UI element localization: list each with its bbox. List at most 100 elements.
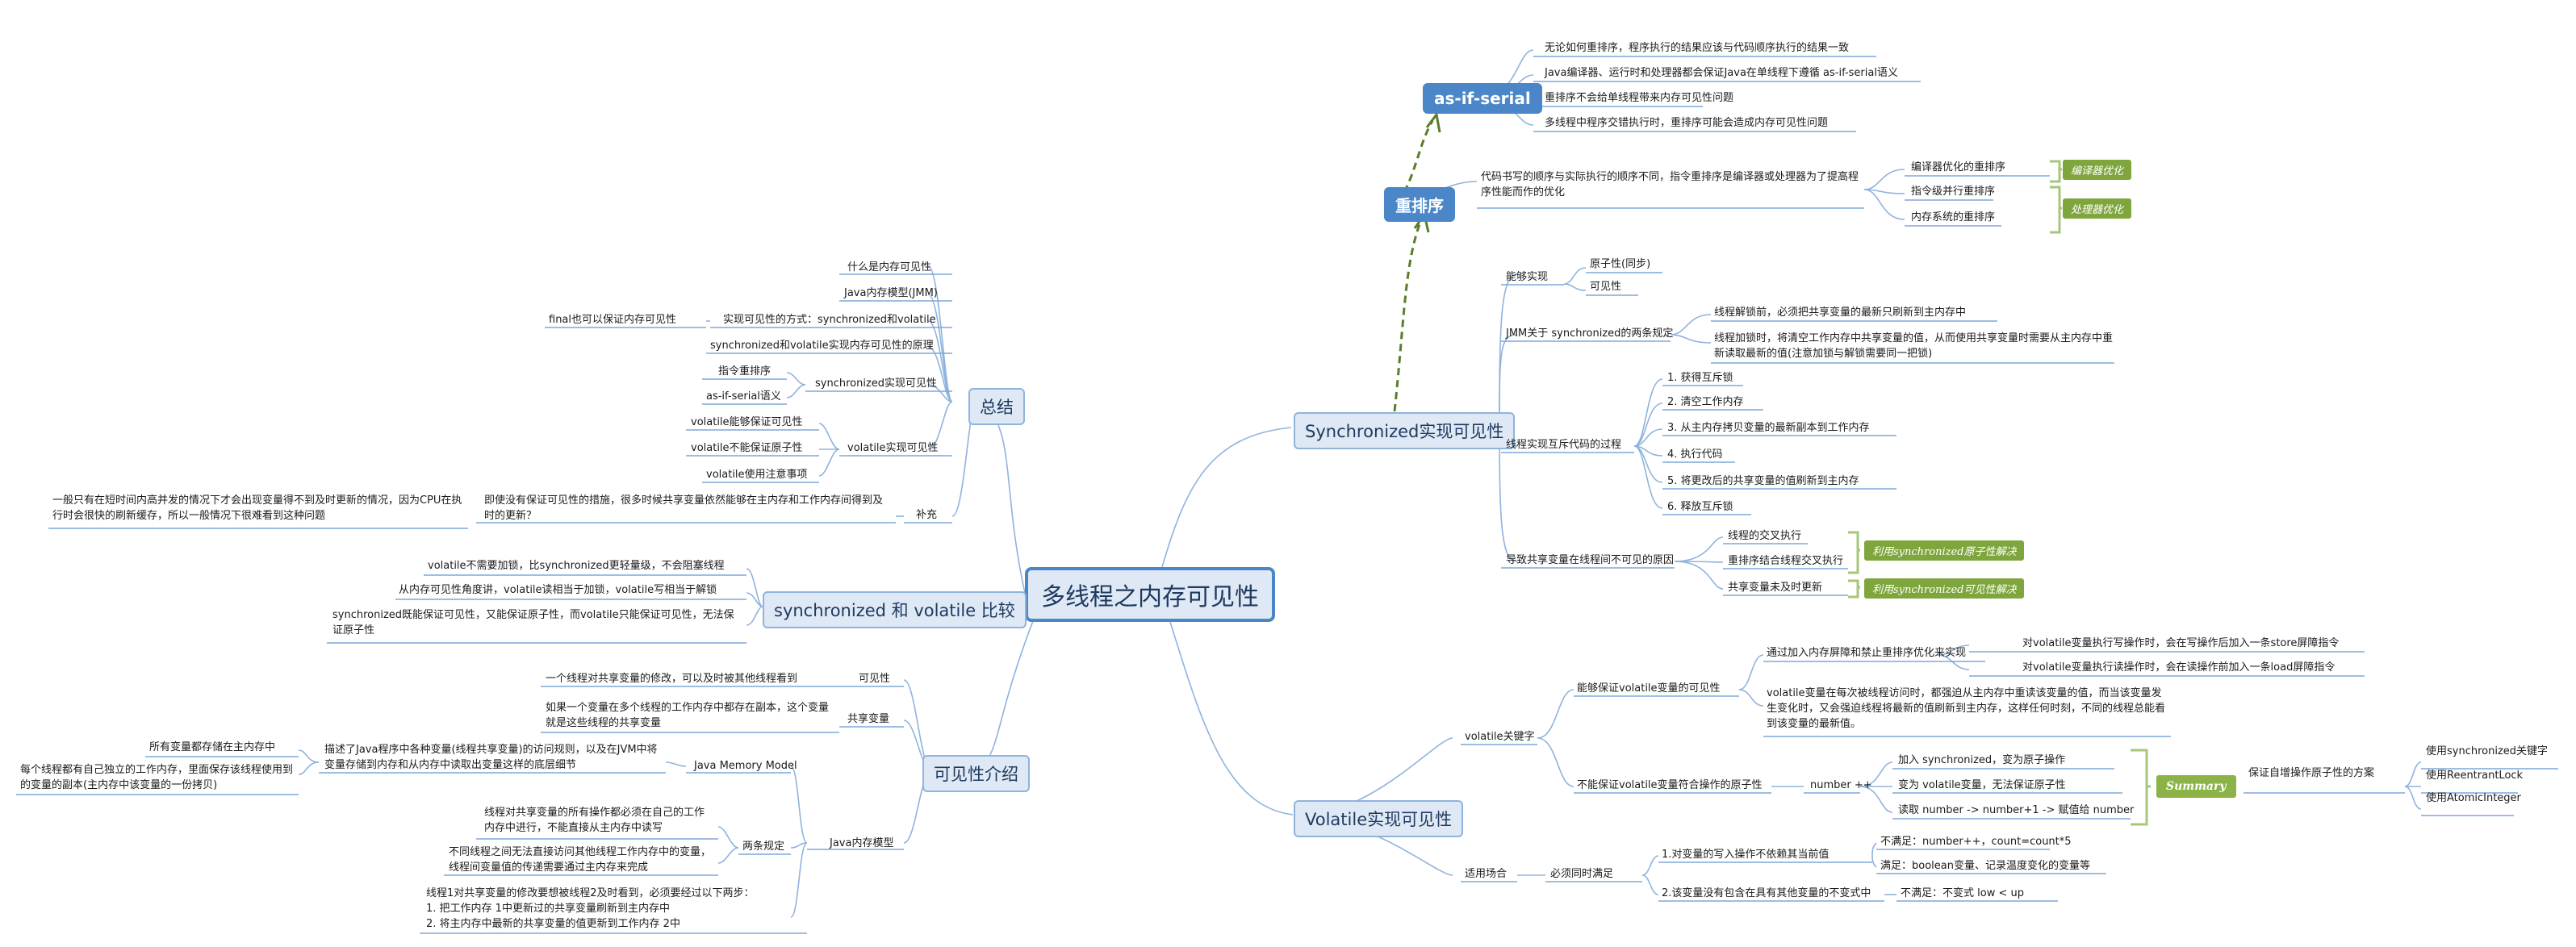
vol-label: Volatile实现可见性 [1305, 810, 1453, 829]
asif-node[interactable]: as-if-serial [1423, 83, 1542, 114]
vol-barrier-item: 对volatile变量执行读操作时，会在读操作前加入一条load屏障指令 [2022, 661, 2336, 674]
vol-barrier: 通过加入内存屏障和禁止重排序优化来实现 [1767, 647, 1967, 659]
vol-use-item: 2.该变量没有包含在具有其他变量的不变式中 [1662, 887, 1871, 899]
sync-can-item: 可见性 [1590, 281, 1622, 293]
compare-item: 从内存可见性角度讲，volatile读相当于加锁，volatile写相当于解锁 [399, 584, 717, 596]
rules-item: 不同线程之间无法直接访问其他线程工作内存中的变量，线程间变量值的传递需要通过主内… [449, 846, 712, 874]
sync-sub-item: as-if-serial语义 [706, 390, 781, 403]
reorder-label: 重排序 [1395, 196, 1444, 215]
asif-item: 多线程中程序交错执行时，重排序可能会造成内存可见性问题 [1545, 117, 1829, 129]
vol-ensure-label: 能够保证volatile变量的可见性 [1577, 682, 1721, 695]
intro-label: 可见性介绍 [934, 765, 1018, 784]
vol-solution-item: 使用ReentrantLock [2426, 770, 2524, 782]
asif-label: as-if-serial [1434, 89, 1531, 108]
vol-barrier-item: 对volatile变量执行写操作时，会在写操作后加入一条store屏障指令 [2022, 637, 2340, 649]
summary-item: volatile实现可见性 [847, 442, 939, 454]
final-note: final也可以保证内存可见性 [549, 314, 677, 326]
summary-node[interactable]: 总结 [968, 388, 1025, 425]
reorder-item: 指令级并行重排序 [1911, 186, 1996, 198]
vol-solution-item: 使用synchronized关键字 [2426, 745, 2549, 757]
vol-notatomic-item: 读取 number -> number+1 -> 赋值给 number [1898, 804, 2135, 816]
vol-notatomic-item: 变为 volatile变量，无法保证原子性 [1898, 779, 2066, 791]
sync-cause-label: 导致共享变量在线程间不可见的原因 [1506, 554, 1675, 566]
summary-item: synchronized和volatile实现内存可见性的原理 [710, 340, 934, 352]
summary-label: 总结 [980, 398, 1014, 417]
jmm-steps: 线程1对共享变量的修改要想被线程2及时看到，必须要经过以下两步： 1. 把工作内… [426, 887, 755, 930]
sync-jmm-item: 线程解锁前，必须把共享变量的最新只刷新到主内存中 [1714, 307, 1967, 319]
vol-use-must: 必须同时满足 [1550, 868, 1614, 880]
vol-use-note: 满足：boolean变量、记录温度变化的变量等 [1880, 860, 2090, 872]
sync-jmm-label: JMM关于 synchronized的两条规定 [1506, 327, 1674, 340]
volatile-visibility-node[interactable]: Volatile实现可见性 [1294, 800, 1464, 837]
jmm-desc: 描述了Java程序中各种变量(线程共享变量)的访问规则，以及在JVM中将变量存储… [324, 744, 658, 771]
sync-can-item: 原子性(同步) [1590, 258, 1651, 270]
shared-label: 共享变量 [847, 713, 890, 725]
asif-item: 重排序不会给单线程带来内存可见性问题 [1545, 92, 1734, 104]
sync-can-label: 能够实现 [1506, 271, 1549, 283]
compiler-opt-tag: 编译器优化 [2063, 160, 2132, 180]
reorder-item: 内存系统的重排序 [1911, 211, 1996, 223]
jmm-label: Java内存模型 [830, 837, 894, 849]
root-topic[interactable]: 多线程之内存可见性 [1025, 567, 1275, 622]
jmm-item: 每个线程都有自己独立的工作内存，里面保存该线程使用到的变量的副本(主内存中该变量… [20, 764, 294, 791]
supp-question: 即使没有保证可见性的措施，很多时候共享变量依然能够在主内存和工作内存间得到及时的… [484, 494, 884, 522]
sync-proc-label: 线程实现互斥代码的过程 [1506, 439, 1622, 451]
vol-notatomic-item: 加入 synchronized，变为原子操作 [1898, 754, 2066, 766]
rules-label: 两条规定 [742, 841, 785, 853]
vol-solution-item: 使用AtomicInteger [2426, 792, 2521, 804]
sync-proc-step: 5. 将更改后的共享变量的值刷新到主内存 [1667, 475, 1859, 487]
vol-ensure-desc: volatile变量在每次被线程访问时，都强迫从主内存中重读该变量的值，而当该变… [1767, 687, 2166, 730]
vol-sub-item: volatile不能保证原子性 [691, 442, 803, 454]
compare-item: synchronized既能保证可见性，又能保证原子性，而volatile只能保… [332, 609, 734, 636]
summary-item: Java内存模型(JMM) [844, 287, 938, 299]
shared-desc: 如果一个变量在多个线程的工作内存中都存在副本，这个变量就是这些线程的共享变量 [546, 702, 830, 729]
sync-visible-tag: 利用synchronized可见性解决 [1864, 578, 2025, 599]
compare-item: volatile不需要加锁，比synchronized更轻量级，不会阻塞线程 [428, 560, 725, 572]
supp-label: 补充 [916, 509, 938, 521]
vol-use-note: 不满足：number++，count=count*5 [1880, 836, 2072, 848]
sync-sub-item: 指令重排序 [718, 365, 772, 378]
vol-sub-item: volatile使用注意事项 [706, 469, 808, 481]
compare-label: synchronized 和 volatile 比较 [774, 601, 1015, 620]
sync-proc-step: 4. 执行代码 [1667, 448, 1723, 461]
vol-use-item: 1.对变量的写入操作不依赖其当前值 [1662, 849, 1830, 861]
sync-atomic-tag: 利用synchronized原子性解决 [1864, 540, 2025, 561]
sync-visibility-node[interactable]: Synchronized实现可见性 [1294, 412, 1516, 449]
vol-op: number ++ [1810, 779, 1872, 791]
summary-item: synchronized实现可见性 [815, 378, 938, 390]
summary-tag: Summary [2156, 775, 2236, 798]
reorder-node[interactable]: 重排序 [1384, 187, 1455, 222]
vol-use-label: 适用场合 [1465, 868, 1508, 880]
sync-proc-step: 1. 获得互斥锁 [1667, 372, 1733, 384]
reorder-item: 编译器优化的重排序 [1911, 161, 2006, 173]
asif-item: 无论如何重排序，程序执行的结果应该与代码顺序执行的结果一致 [1545, 42, 1850, 54]
visible-label: 可见性 [859, 673, 891, 685]
sync-cause-item: 重排序结合线程交叉执行 [1728, 555, 1844, 567]
root-label: 多线程之内存可见性 [1041, 583, 1259, 611]
sync-cause-item: 共享变量未及时更新 [1728, 582, 1823, 594]
sync-cause-item: 线程的交叉执行 [1728, 530, 1802, 542]
supp-answer: 一般只有在短时间内高并发的情况下才会出现变量得不到及时更新的情况，因为CPU在执… [52, 494, 462, 522]
vol-solution-label: 保证自增操作原子性的方案 [2248, 767, 2375, 779]
asif-item: Java编译器、运行时和处理器都会保证Java在单线程下遵循 as-if-ser… [1545, 67, 1898, 79]
sync-proc-step: 2. 清空工作内存 [1667, 396, 1744, 408]
summary-item: 什么是内存可见性 [847, 261, 932, 273]
sync-jmm-item: 线程加锁时，将清空工作内存中共享变量的值，从而使用共享变量时需要从主内存中重新读… [1714, 332, 2114, 360]
compare-node[interactable]: synchronized 和 volatile 比较 [763, 591, 1027, 628]
vol-keyword: volatile关键字 [1465, 731, 1535, 743]
sync-proc-step: 6. 释放互斥锁 [1667, 501, 1733, 513]
summary-item: 实现可见性的方式：synchronized和volatile [723, 314, 936, 326]
jmm-node: Java Memory Model [694, 760, 797, 772]
sync-label: Synchronized实现可见性 [1305, 422, 1504, 441]
rules-item: 线程对共享变量的所有操作都必须在自己的工作内存中进行，不能直接从主内存中读写 [484, 807, 705, 834]
intro-node[interactable]: 可见性介绍 [922, 755, 1030, 792]
vol-use-note: 不满足：不变式 low < up [1901, 887, 2024, 899]
vol-sub-item: volatile能够保证可见性 [691, 416, 803, 428]
vol-notatomic-label: 不能保证volatile变量符合操作的原子性 [1577, 779, 1763, 791]
visible-desc: 一个线程对共享变量的修改，可以及时被其他线程看到 [546, 673, 798, 685]
jmm-item: 所有变量都存储在主内存中 [149, 741, 276, 753]
processor-opt-tag: 处理器优化 [2063, 198, 2132, 219]
reorder-desc: 代码书写的顺序与实际执行的顺序不同，指令重排序是编译器或处理器为了提高程序性能而… [1481, 171, 1859, 198]
sync-proc-step: 3. 从主内存拷贝变量的最新副本到工作内存 [1667, 422, 1870, 434]
